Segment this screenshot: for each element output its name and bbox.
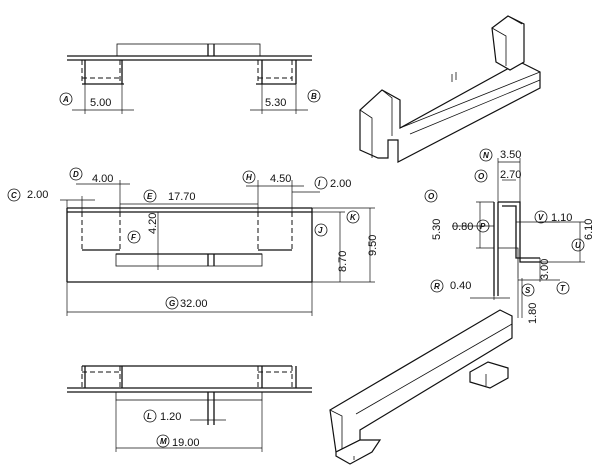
label-I: I xyxy=(318,179,321,188)
label-S: S xyxy=(525,286,531,295)
label-M: M xyxy=(160,437,167,446)
label-Q: P xyxy=(480,222,486,231)
label-U: U xyxy=(575,241,581,250)
dim-T-value: 3.00 xyxy=(539,259,551,280)
dim-N-value: 3.50 xyxy=(500,149,521,161)
label-A: A xyxy=(62,95,69,104)
front-view: G 32.00 C 2.00 D 4.00 E 17.70 F 4.20 H 4… xyxy=(7,167,379,316)
dim-D-value: 4.00 xyxy=(92,173,113,185)
label-P: O xyxy=(428,192,435,201)
label-D: D xyxy=(73,170,79,179)
label-L: L xyxy=(147,412,152,421)
side-view: O 5.30 0.80 P N 3.50 O 2.70 V 1.10 U 6.1… xyxy=(424,148,595,324)
isometric-view-bottom xyxy=(329,309,513,465)
top-view: 5.00 5.30 A B xyxy=(59,43,321,114)
dim-R-value: 0.40 xyxy=(450,280,471,292)
label-H: H xyxy=(246,173,252,182)
label-R: R xyxy=(434,282,440,291)
dim-M-value: 19.00 xyxy=(172,437,200,449)
dim-F-value: 4.20 xyxy=(147,213,159,234)
label-F: F xyxy=(131,233,137,242)
dim-P-value: 5.30 xyxy=(431,219,443,240)
dim-B-value: 5.30 xyxy=(265,97,286,109)
label-J: J xyxy=(318,226,323,235)
dim-G-value: 32.00 xyxy=(180,298,208,310)
label-T: T xyxy=(560,284,566,293)
dim-O-value: 2.70 xyxy=(500,169,521,181)
label-C: C xyxy=(11,191,17,200)
bottom-view: L 1.20 M 19.00 xyxy=(67,365,312,452)
dim-C-value: 2.00 xyxy=(27,189,48,201)
label-K: K xyxy=(350,213,357,222)
dim-K-value: 9.50 xyxy=(367,235,379,256)
label-G: G xyxy=(169,299,175,308)
label-V: V xyxy=(538,213,544,222)
label-N: N xyxy=(483,151,489,160)
label-O: O xyxy=(478,172,485,181)
dim-U-value: 6.10 xyxy=(583,219,595,240)
dim-S-value: 1.80 xyxy=(527,303,539,324)
dim-V-value: 1.10 xyxy=(551,212,572,224)
dim-J-value: 8.70 xyxy=(337,251,349,272)
dim-I-value: 2.00 xyxy=(330,178,351,190)
dim-H-value: 4.50 xyxy=(270,173,291,185)
dim-E-value: 17.70 xyxy=(168,191,196,203)
label-B: B xyxy=(311,92,317,101)
dim-L-value: 1.20 xyxy=(160,411,181,423)
isometric-view-top xyxy=(359,15,541,163)
dim-Q-value: 0.80 xyxy=(452,221,473,233)
dim-A-value: 5.00 xyxy=(90,97,111,109)
label-E: E xyxy=(147,192,153,201)
